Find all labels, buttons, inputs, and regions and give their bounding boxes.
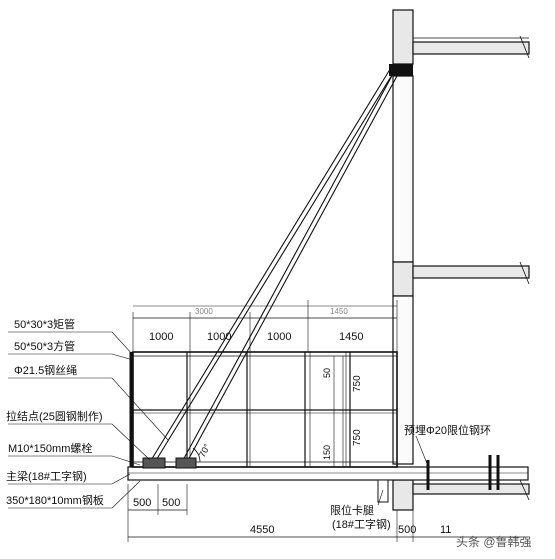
dim-500-a: 500 — [133, 497, 151, 509]
dim-1000-a: 1000 — [149, 331, 173, 343]
label-handrail: 50*30*3矩管 — [14, 317, 75, 331]
label-wire-rope: Φ21.5钢丝绳 — [14, 363, 77, 377]
dimensions-vertical: 50 750 750 150 — [322, 356, 363, 467]
anchor-block-1 — [142, 457, 166, 469]
rope-2a — [181, 71, 395, 463]
leader-lines — [8, 331, 429, 509]
label-main-beam: 主梁(18#工字钢) — [6, 469, 87, 483]
wall-lower — [392, 295, 414, 465]
limit-leg-shape — [377, 479, 389, 503]
slab-mid — [412, 265, 530, 279]
main-beam — [127, 455, 529, 503]
wall-main — [392, 75, 414, 263]
dimensions-bottom: 500 500 4550 500 11 — [127, 484, 528, 542]
label-limit-leg-sub: (18#工字钢) — [332, 517, 391, 531]
dim-wall-500: 500 — [398, 524, 416, 536]
rope-2b — [186, 75, 398, 463]
angle-arc — [192, 447, 201, 463]
building-structure — [389, 9, 530, 511]
label-limit-leg: 限位卡腿 — [330, 503, 374, 517]
leader-square — [111, 353, 134, 361]
leader-tie — [111, 423, 151, 461]
slab-top — [412, 41, 530, 55]
leader-embedded — [415, 435, 429, 467]
platform-frame — [129, 351, 398, 468]
angle-label: 70° — [197, 442, 212, 459]
break-line-top — [519, 35, 530, 59]
label-square-tube: 50*50*3方管 — [14, 339, 75, 353]
dim-1000-b: 1000 — [207, 331, 231, 343]
rope-1a — [149, 65, 393, 463]
vdim-750-b: 750 — [352, 429, 363, 446]
label-embedded-ring: 预埋Φ20限位钢环 — [404, 423, 491, 437]
leader-plate — [111, 480, 141, 509]
column-bottom — [392, 479, 414, 511]
label-bolt: M10*150mm螺栓 — [8, 441, 92, 455]
upper-tie-node — [389, 64, 413, 76]
dimensions-top: 3000 1450 1000 1000 1000 1450 — [132, 300, 398, 352]
dim-1000-c: 1000 — [267, 331, 291, 343]
column-top — [392, 9, 414, 65]
leader-beam — [111, 473, 131, 485]
label-tie-point: 拉结点(25圆钢制作) — [6, 409, 103, 423]
column-mid — [392, 261, 414, 297]
dim-top-right: 1450 — [330, 307, 348, 316]
vdim-150: 150 — [322, 445, 332, 460]
label-texts: 50*30*3矩管 50*50*3方管 Φ21.5钢丝绳 拉结点(25圆钢制作)… — [6, 317, 532, 549]
leader-bolt — [111, 455, 141, 466]
leader-rope — [111, 377, 169, 441]
vdim-750-a: 750 — [352, 375, 363, 392]
anchor-block-2 — [175, 457, 197, 469]
rope-1b — [154, 69, 396, 463]
leader-handrail — [111, 331, 134, 356]
dim-500-b: 500 — [162, 497, 180, 509]
watermark: 头条 @鲁韩强 — [456, 534, 532, 549]
slab-bottom — [412, 483, 530, 495]
dim-wall-11: 11 — [440, 524, 451, 536]
leader-limit-leg — [377, 489, 384, 506]
wire-ropes: 70° — [142, 65, 398, 469]
beam-body — [127, 466, 529, 481]
break-line-mid — [519, 261, 530, 285]
label-steel-plate: 350*180*10mm钢板 — [6, 493, 104, 507]
vdim-50: 50 — [322, 368, 332, 378]
dim-1450: 1450 — [339, 331, 363, 343]
break-line-bottom — [519, 479, 530, 501]
dim-4550: 4550 — [250, 524, 274, 536]
dim-top-left: 3000 — [195, 307, 213, 316]
